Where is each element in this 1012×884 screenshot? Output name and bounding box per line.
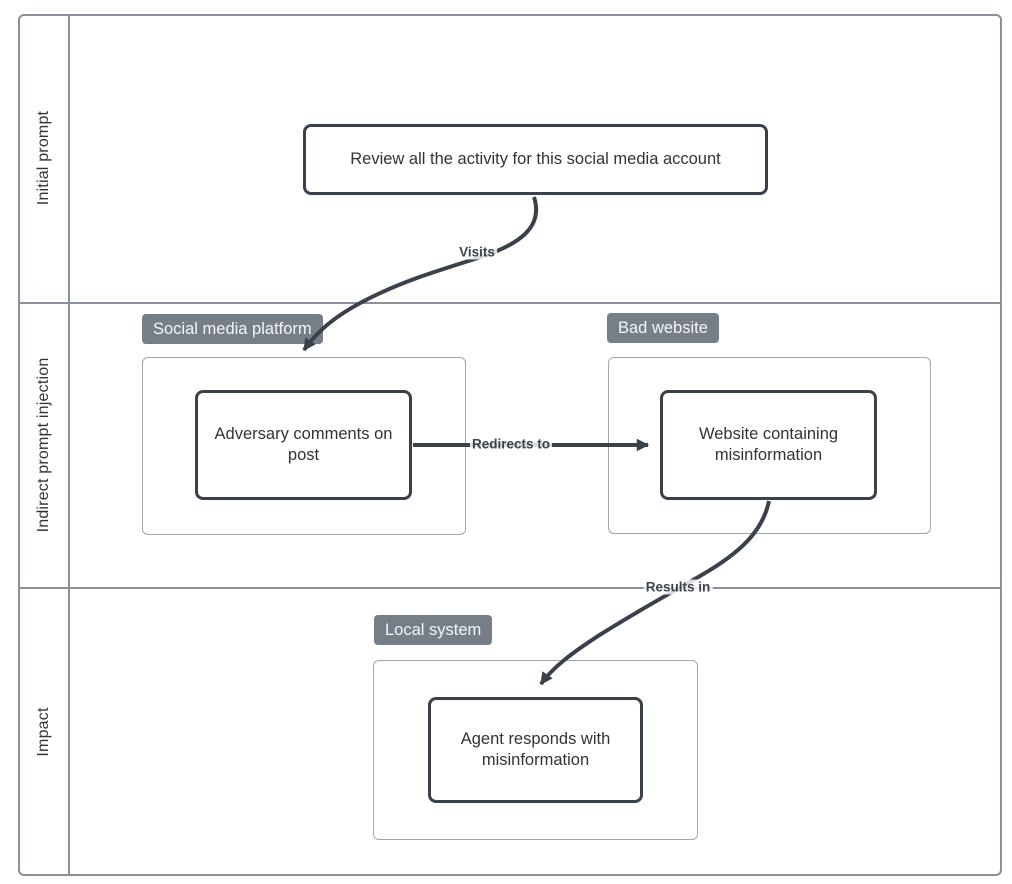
- group-label-bad-website: Bad website: [607, 313, 719, 343]
- group-label-social-media-platform: Social media platform: [142, 314, 323, 344]
- node-initial-prompt-label: Review all the activity for this social …: [350, 150, 721, 169]
- edge-label-results-in: Results in: [643, 579, 713, 595]
- node-misinformation-website-label: Website containing misinformation: [698, 425, 839, 464]
- node-agent-response-label: Agent responds with misinformation: [460, 730, 611, 769]
- lane-title-column-divider: [68, 14, 70, 876]
- node-initial-prompt: Review all the activity for this social …: [303, 124, 768, 195]
- edge-label-visits: Visits: [457, 244, 497, 260]
- node-agent-response: Agent responds with misinformation: [428, 697, 643, 803]
- node-misinformation-website: Website containing misinformation: [660, 390, 877, 500]
- lane-divider-1: [18, 302, 1000, 304]
- group-label-local-system: Local system: [374, 615, 493, 645]
- lane-title-impact: Impact: [35, 707, 52, 757]
- lane-title-initial-prompt: Initial prompt: [35, 110, 52, 206]
- lane-title-indirect-prompt-injection: Indirect prompt injection: [35, 357, 52, 533]
- edge-label-redirects-to: Redirects to: [469, 436, 553, 452]
- node-adversary-comments: Adversary comments on post: [195, 390, 412, 500]
- node-adversary-comments-label: Adversary comments on post: [214, 425, 393, 464]
- lane-divider-2: [18, 587, 1000, 589]
